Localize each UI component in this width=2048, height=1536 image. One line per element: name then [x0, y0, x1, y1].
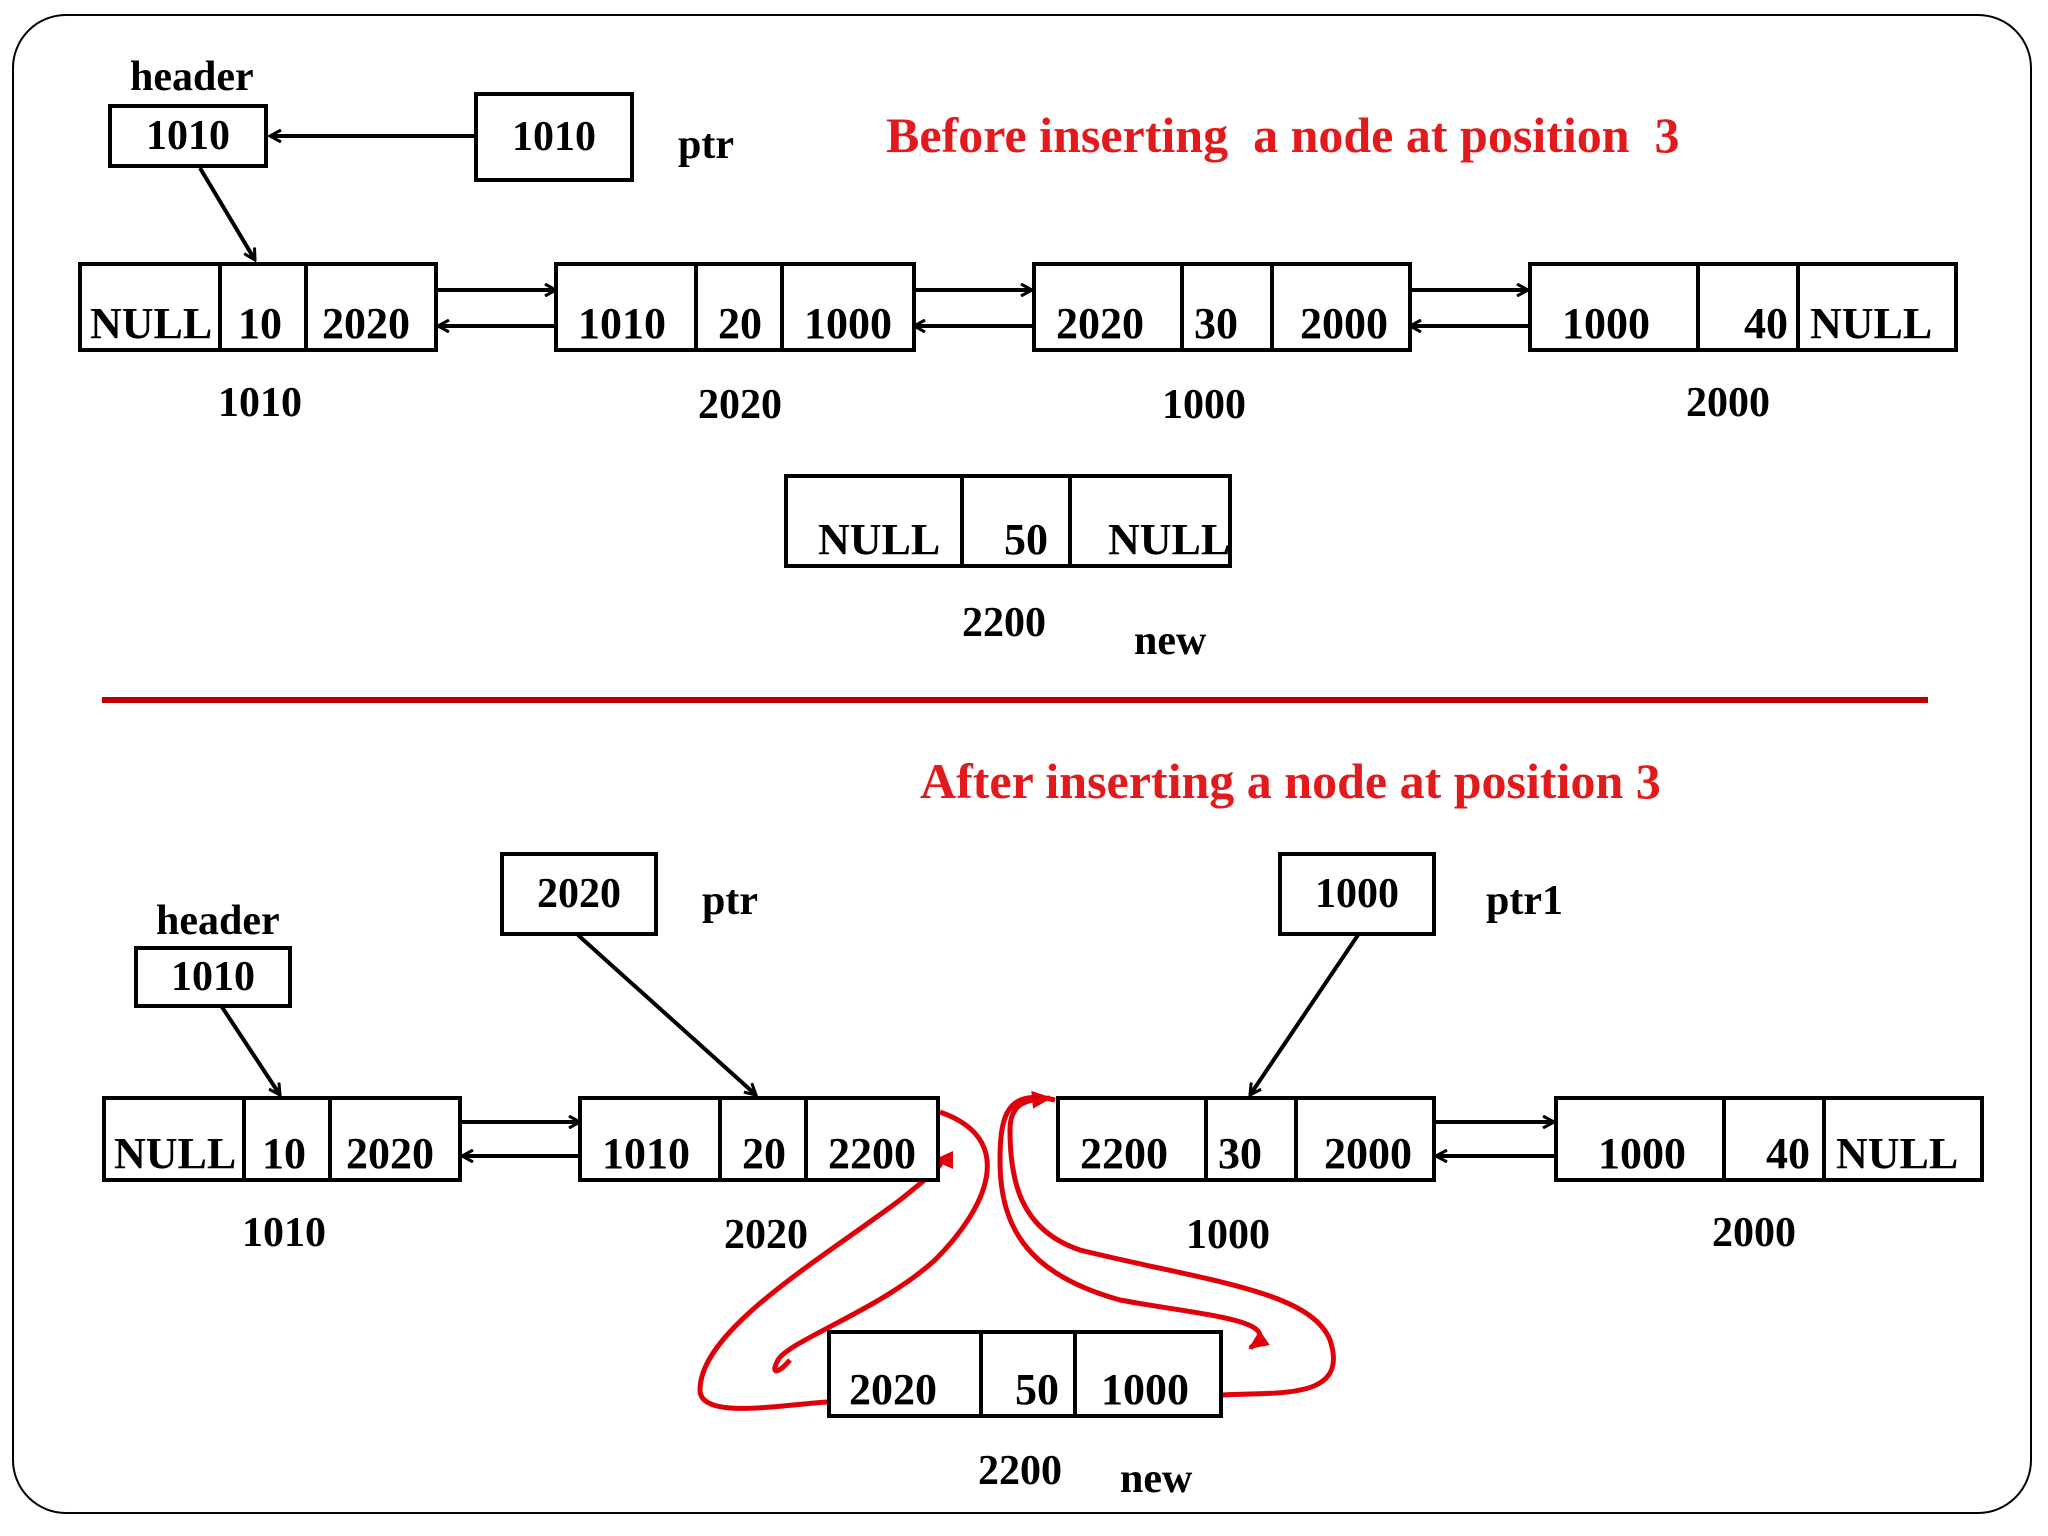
new-node: NULL 50 NULL	[784, 474, 1232, 568]
node-address: 1000	[1162, 382, 1246, 428]
node-data-field: 20	[694, 266, 782, 348]
node-data-field: 40	[1696, 266, 1798, 348]
ptr1-to-node-1000-arrow	[1250, 933, 1360, 1095]
node-address: 2020	[724, 1212, 808, 1258]
after-title: After inserting a node at position 3	[920, 753, 1661, 809]
node-prev-field: 1000	[1562, 299, 1650, 348]
ptr-value: 2020	[537, 871, 621, 917]
node-data-field: 10	[218, 266, 306, 348]
header-to-first-node-arrow	[198, 166, 257, 260]
node-prev-field: 2020	[1056, 299, 1144, 348]
node-next-field: 2020	[304, 266, 434, 348]
header-value: 1010	[171, 954, 255, 1000]
node-next-field: 1000	[780, 266, 912, 348]
node-next-field: 2000	[1294, 1100, 1432, 1178]
header-label: header	[130, 54, 254, 100]
node-next-field: NULL	[1822, 1100, 1980, 1178]
node-next-field: 1000	[1073, 1334, 1219, 1414]
new-node-label: new	[1134, 618, 1207, 664]
node-2000: 1000 40 NULL	[1528, 262, 1958, 352]
before-title: Before inserting a node at position 3	[886, 107, 1680, 163]
ptr1-label: ptr1	[1486, 878, 1563, 924]
ptr-to-node-2020-arrow	[576, 933, 756, 1095]
header-box: 1010	[108, 104, 268, 168]
node-data-field: 30	[1204, 1100, 1296, 1178]
node-data-field: 50	[960, 478, 1070, 564]
node-2000: 1000 40 NULL	[1554, 1096, 1984, 1182]
node-2020: 1010 20 1000	[554, 262, 916, 352]
node-data-field: 30	[1180, 266, 1272, 348]
header-to-first-node-arrow-after	[220, 1005, 280, 1095]
red-link-new-next-to-node3	[1007, 1090, 1336, 1398]
node-data-field: 20	[718, 1100, 806, 1178]
node-prev-field: NULL	[90, 299, 213, 348]
node-1010: NULL 10 2020	[78, 262, 438, 352]
node-address: 1010	[242, 1210, 326, 1256]
node-address: 1000	[1186, 1212, 1270, 1258]
ptr1-value: 1000	[1315, 871, 1399, 917]
node-prev-field: 1010	[578, 299, 666, 348]
node-prev-field: 1010	[602, 1129, 690, 1178]
new-node-label: new	[1120, 1456, 1193, 1502]
node-prev-field: NULL	[114, 1129, 237, 1178]
node-address: 2020	[698, 382, 782, 428]
node-prev-field: NULL	[818, 515, 941, 564]
node-prev-field: 2200	[1080, 1129, 1168, 1178]
red-link-node3-prev-to-new	[997, 1095, 1270, 1351]
ptr-label: ptr	[678, 122, 734, 168]
node-next-field: 2020	[328, 1100, 458, 1178]
ptr1-box: 1000	[1278, 852, 1436, 936]
ptr-label: ptr	[702, 878, 758, 924]
node-data-field: 10	[242, 1100, 330, 1178]
node-next-field: NULL	[1068, 478, 1228, 564]
new-node: 2020 50 1000	[827, 1330, 1223, 1418]
node-address: 2000	[1712, 1210, 1796, 1256]
node-next-field: NULL	[1796, 266, 1954, 348]
ptr-value: 1010	[512, 114, 596, 160]
ptr-box: 1010	[474, 92, 634, 182]
node-1010: NULL 10 2020	[102, 1096, 462, 1182]
new-node-address: 2200	[962, 600, 1046, 646]
node-address: 2000	[1686, 380, 1770, 426]
node-next-field: 2200	[804, 1100, 936, 1178]
node-address: 1010	[218, 380, 302, 426]
node-1000: 2020 30 2000	[1032, 262, 1412, 352]
node-data-field: 50	[979, 1334, 1075, 1414]
header-label: header	[156, 898, 280, 944]
red-link-node2-next-to-new	[772, 1109, 990, 1374]
node-2020: 1010 20 2200	[578, 1096, 940, 1182]
ptr-box: 2020	[500, 852, 658, 936]
section-divider	[102, 697, 1928, 703]
new-node-address: 2200	[978, 1448, 1062, 1494]
header-box: 1010	[134, 946, 292, 1008]
node-data-field: 40	[1722, 1100, 1824, 1178]
header-value: 1010	[146, 113, 230, 159]
node-1000: 2200 30 2000	[1056, 1096, 1436, 1182]
node-next-field: 2000	[1270, 266, 1408, 348]
slide-frame	[12, 14, 2032, 1514]
node-prev-field: 1000	[1598, 1129, 1686, 1178]
node-prev-field: 2020	[849, 1365, 937, 1414]
